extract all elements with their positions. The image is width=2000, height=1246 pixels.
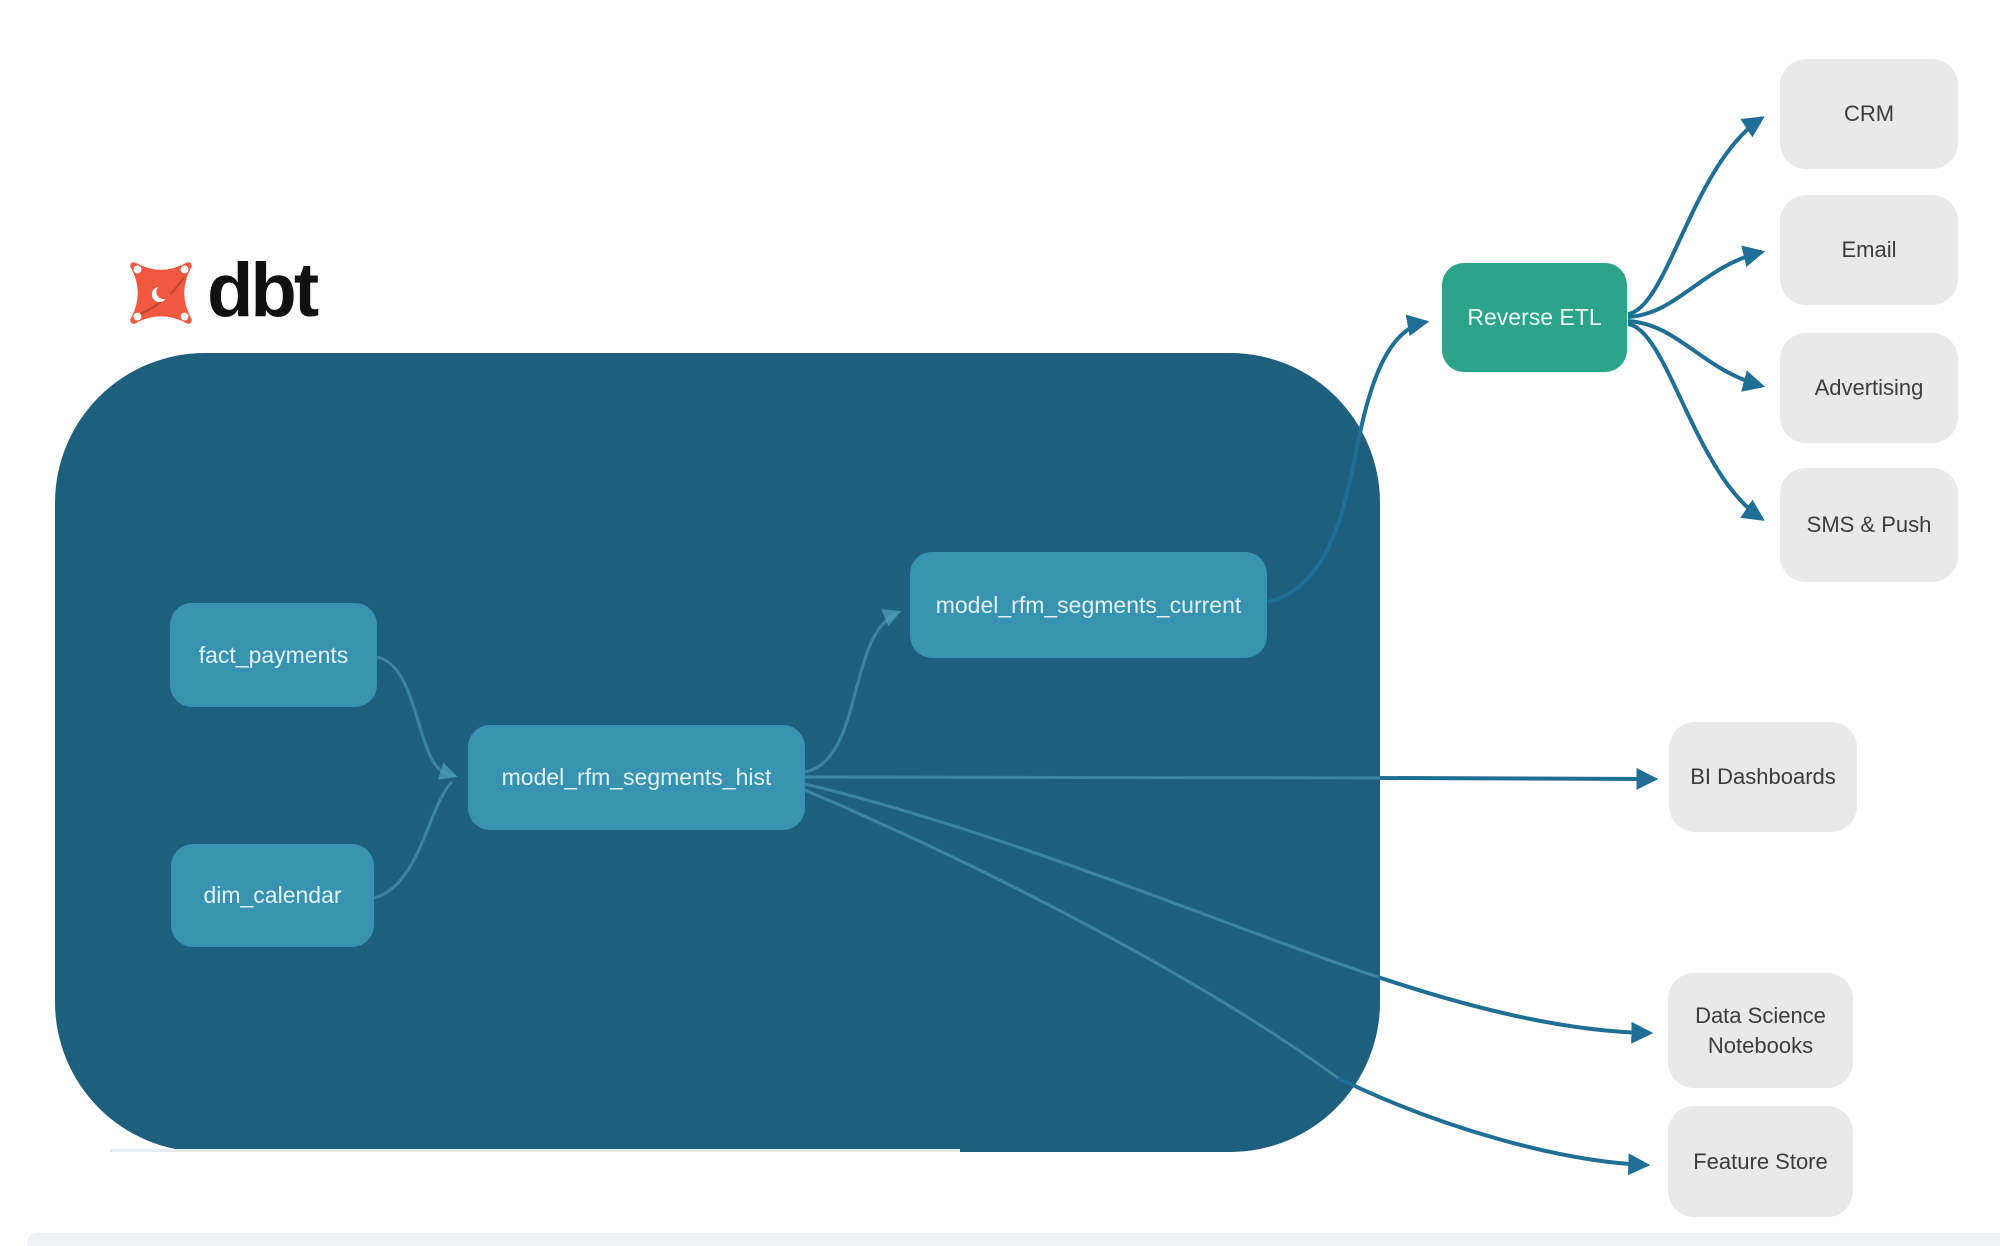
node-email: Email <box>1780 195 1958 305</box>
edge-current-to-reverse-etl <box>1267 314 1430 604</box>
edge-reverse-etl-to-crm <box>1627 116 1765 316</box>
edge-reverse-etl-to-email <box>1627 245 1766 319</box>
node-sms-push: SMS & Push <box>1780 468 1958 582</box>
node-sms-push-label: SMS & Push <box>1806 512 1932 538</box>
dbt-logo: dbt <box>123 248 319 333</box>
edge-hist-to-bi-inner <box>804 775 1381 780</box>
edge-reverse-etl-to-advertising <box>1627 319 1766 392</box>
node-model-rfm-segments-current: model_rfm_segments_current <box>910 552 1267 658</box>
node-reverse-etl-label: Reverse ETL <box>1467 304 1602 330</box>
edge-hist-to-feature-store <box>1337 1076 1651 1176</box>
footer-strip <box>27 1233 2000 1246</box>
dbt-logo-icon <box>130 262 192 324</box>
node-crm: CRM <box>1780 59 1958 169</box>
node-model-rfm-segments-current-label: model_rfm_segments_current <box>935 591 1242 618</box>
edge-hist-to-bi <box>1379 767 1659 790</box>
node-crm-label: CRM <box>1843 101 1895 127</box>
node-advertising: Advertising <box>1780 333 1958 443</box>
node-dim-calendar: dim_calendar <box>171 844 374 947</box>
node-reverse-etl: Reverse ETL <box>1442 263 1627 372</box>
node-dim-calendar-label: dim_calendar <box>203 882 342 908</box>
node-feature-store-label: Feature Store <box>1693 1148 1828 1174</box>
dbt-wordmark: dbt <box>207 248 319 333</box>
node-fact-payments: fact_payments <box>170 603 377 707</box>
container-bottom-seam <box>110 1149 960 1152</box>
edge-reverse-etl-to-sms-push <box>1627 322 1765 521</box>
node-model-rfm-segments-hist-label: model_rfm_segments_hist <box>501 764 772 790</box>
edge-fact-payments-to-hist <box>376 655 458 780</box>
edge-dim-calendar-to-hist <box>373 780 454 900</box>
node-email-label: Email <box>1841 237 1897 263</box>
node-bi-dashboards-label: BI Dashboards <box>1690 764 1836 790</box>
node-fact-payments-label: fact_payments <box>198 641 349 668</box>
edge-hist-to-feature-store-inner <box>804 788 1339 1080</box>
node-data-science-notebooks-label: Data Science Notebooks <box>1695 1002 1826 1058</box>
edge-hist-to-notebooks <box>1377 975 1654 1044</box>
node-model-rfm-segments-hist: model_rfm_segments_hist <box>468 725 805 830</box>
node-bi-dashboards: BI Dashboards <box>1669 722 1857 832</box>
edge-hist-to-notebooks-inner <box>804 782 1379 979</box>
edge-hist-to-current <box>804 609 902 774</box>
node-feature-store: Feature Store <box>1668 1106 1853 1217</box>
node-advertising-label: Advertising <box>1814 375 1924 401</box>
node-data-science-notebooks: Data Science Notebooks <box>1668 973 1853 1088</box>
